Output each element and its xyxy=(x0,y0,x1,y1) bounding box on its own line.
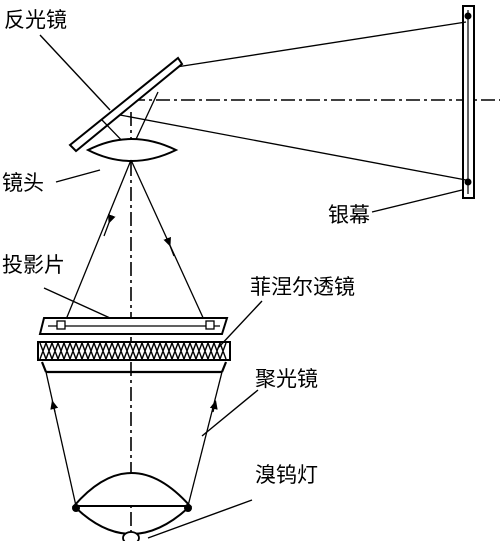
condenser-housing-right xyxy=(220,361,228,373)
label-fresnel: 菲涅尔透镜 xyxy=(250,275,355,299)
ray-lower-to-screen xyxy=(119,114,467,181)
label-lamp: 溴钨灯 xyxy=(255,463,318,487)
ray-arrow-right-up xyxy=(163,236,175,257)
ray-upper-to-screen xyxy=(169,21,467,69)
fresnel-lens xyxy=(37,341,231,361)
leader-reflector xyxy=(39,34,111,111)
halogen-lamp xyxy=(122,531,140,541)
condenser-lens xyxy=(71,472,193,512)
leader-condenser xyxy=(201,389,259,437)
ray-slide-right-to-lens xyxy=(130,159,206,323)
lens xyxy=(85,138,179,162)
ray-arrow-left-lamp xyxy=(50,400,59,413)
ray-lamp-right-up xyxy=(187,371,223,507)
label-reflector: 反光镜 xyxy=(4,8,67,32)
leader-fresnel xyxy=(217,300,263,349)
screen xyxy=(462,5,475,199)
label-condenser: 聚光镜 xyxy=(255,367,318,391)
ray-slide-left-to-lens xyxy=(64,159,132,323)
leader-lamp xyxy=(147,499,253,539)
leader-slide xyxy=(43,287,111,319)
ray-arrow-right-lamp xyxy=(209,400,218,413)
leader-screen xyxy=(371,189,463,213)
label-lens: 镜头 xyxy=(2,171,44,195)
label-screen: 银幕 xyxy=(328,203,370,227)
leader-lens xyxy=(55,169,101,183)
projection-slide xyxy=(38,317,229,335)
condenser-housing-left xyxy=(40,361,48,373)
ray-lamp-left-up xyxy=(45,371,77,507)
reflector-mirror xyxy=(68,56,184,153)
label-slide: 投影片 xyxy=(2,253,65,277)
ray-arrow-left-up xyxy=(103,213,116,237)
